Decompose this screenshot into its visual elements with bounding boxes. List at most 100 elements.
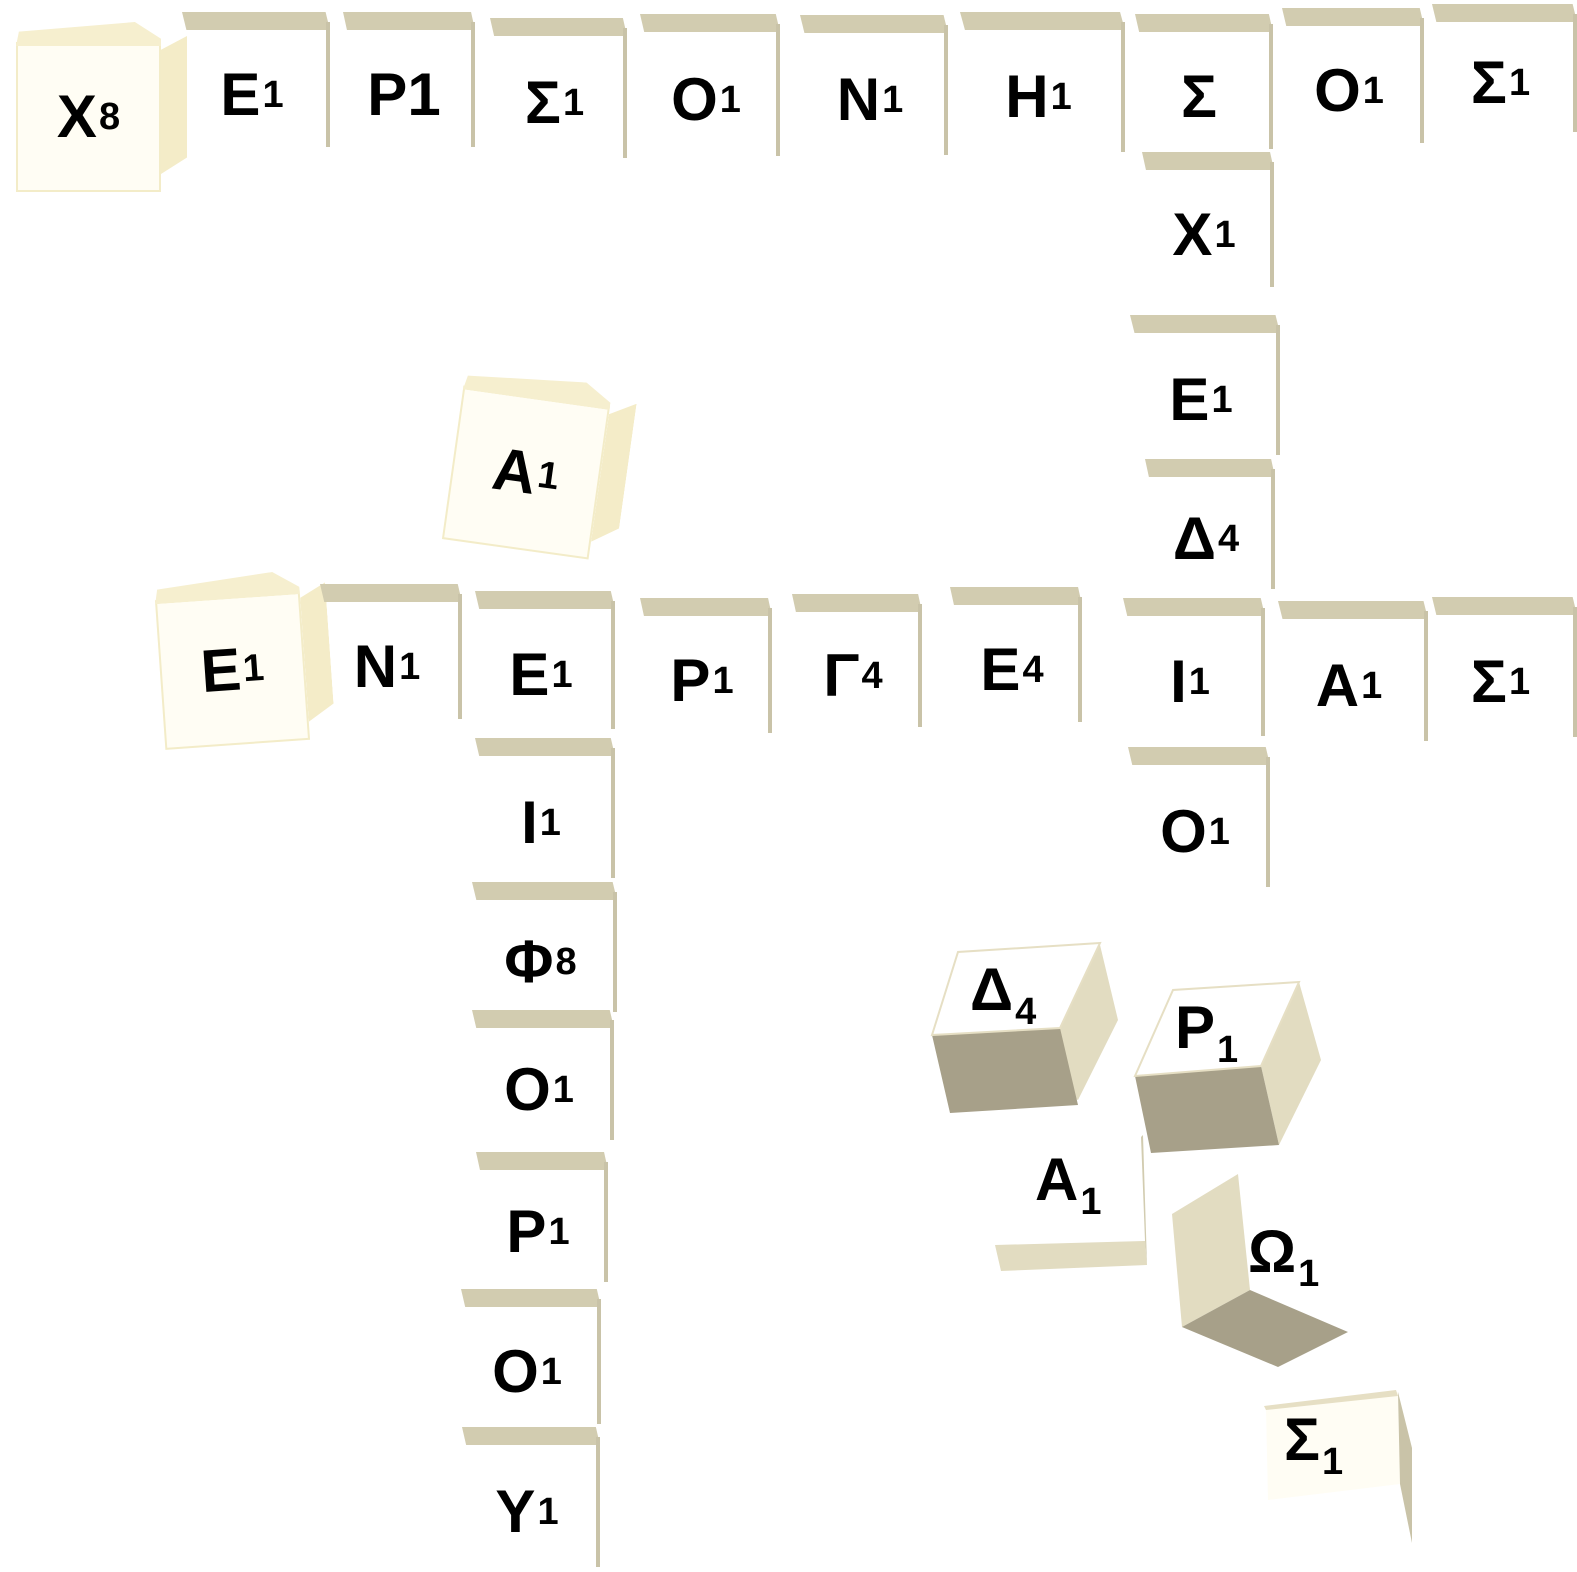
tile-points: 1 (551, 654, 573, 696)
tumbled-tile-shape (930, 941, 1118, 1113)
tile-letter: Ρ (506, 1198, 547, 1265)
tile-letter: Σ (1284, 1406, 1321, 1473)
tile-letter: Σ (1470, 49, 1507, 116)
tile-points: 1 (1298, 1253, 1320, 1295)
tile-letter: Ε (1169, 366, 1210, 433)
tile-points: 1 (1050, 76, 1072, 118)
tile-letter: Σ (524, 69, 561, 136)
tile-points: 1 (540, 1350, 562, 1393)
tile-letter: Χ (56, 83, 97, 150)
tumbled-tile-shape (1172, 1174, 1348, 1367)
tile-letter: Η (1005, 63, 1049, 130)
tile-points: 1 (535, 453, 562, 498)
tile-points: 4 (1015, 991, 1037, 1033)
tile-letter: Ε (980, 635, 1021, 703)
tile-top-8: Σ (1135, 14, 1273, 149)
tile-letter: Ν (836, 66, 881, 133)
tile-points: 1 (399, 645, 421, 688)
tumbled-tile-2: Ρ1 (1133, 980, 1323, 1155)
tile-letter: Ρ (1175, 994, 1216, 1061)
tile-points: 8 (555, 941, 577, 983)
tile-letter: Ε (198, 635, 244, 706)
tile-top-3: Ρ1 (343, 12, 475, 147)
tumbled-tile-3: Α1 (995, 1125, 1155, 1275)
tile-points: 1 (882, 79, 904, 121)
tile-letter: Ο (492, 1337, 539, 1405)
tile-letter: Σ (1470, 648, 1507, 715)
tumbled-tile-4: Ω1 (1170, 1172, 1355, 1372)
tile-letter: Ο (504, 1056, 551, 1123)
tile-points: 1 (537, 1491, 559, 1533)
tile-letter: Γ (823, 641, 860, 709)
tile-letter: Α (1035, 1146, 1079, 1213)
tile-points: 1 (241, 646, 266, 691)
tumbled-tile-shape (1264, 1390, 1412, 1543)
tile-letter: Χ (1172, 200, 1213, 268)
tile-points: 4 (1217, 518, 1240, 560)
tile-letter: Ο (671, 66, 718, 133)
tile-points: 1 (262, 73, 284, 116)
tile-points: 1 (548, 1211, 570, 1253)
tile-letter: Ε (220, 60, 261, 128)
tile-points: 1 (1214, 213, 1236, 256)
tile-points: 1 (1362, 69, 1384, 112)
tile-points: 1 (1188, 661, 1210, 703)
tumbled-tile-shape (1133, 980, 1321, 1153)
tile-points: 1 (1080, 1181, 1102, 1223)
tile-points: 1 (1361, 665, 1383, 707)
tile-points: 1 (1208, 811, 1230, 853)
tile-letter: Φ (504, 928, 554, 995)
tile-points: 1 (1508, 661, 1531, 703)
tumbled-tile-1: Δ4 (930, 940, 1120, 1115)
tile-points: 1 (562, 82, 585, 124)
tile-points: 1 (1508, 62, 1531, 104)
tile-letter: Ι (1170, 648, 1187, 715)
tile-letter: Ο (1160, 798, 1207, 865)
tile-points: 4 (1022, 648, 1044, 691)
tile-points: 1 (1322, 1441, 1344, 1483)
tile-points: 1 (1217, 1029, 1239, 1071)
tile-points: 1 (1211, 379, 1233, 421)
tile-letter: Ρ1 (367, 60, 441, 128)
tile-points: 1 (539, 802, 561, 844)
tile-points: 1 (712, 659, 734, 702)
tile-letter: Δ (970, 956, 1014, 1023)
tile-points: 8 (98, 96, 121, 138)
tile-letter: Ι (521, 789, 538, 856)
tile-points: 1 (719, 79, 741, 121)
tile-points: 1 (552, 1069, 574, 1111)
tile-letter: Ω (1248, 1218, 1297, 1285)
tile-points: 4 (861, 654, 883, 697)
tile-letter: Υ (495, 1478, 536, 1545)
tile-letter: Δ (1172, 505, 1216, 572)
tile-letter: Ρ (670, 646, 711, 714)
tile-letter: Ν (353, 632, 398, 700)
